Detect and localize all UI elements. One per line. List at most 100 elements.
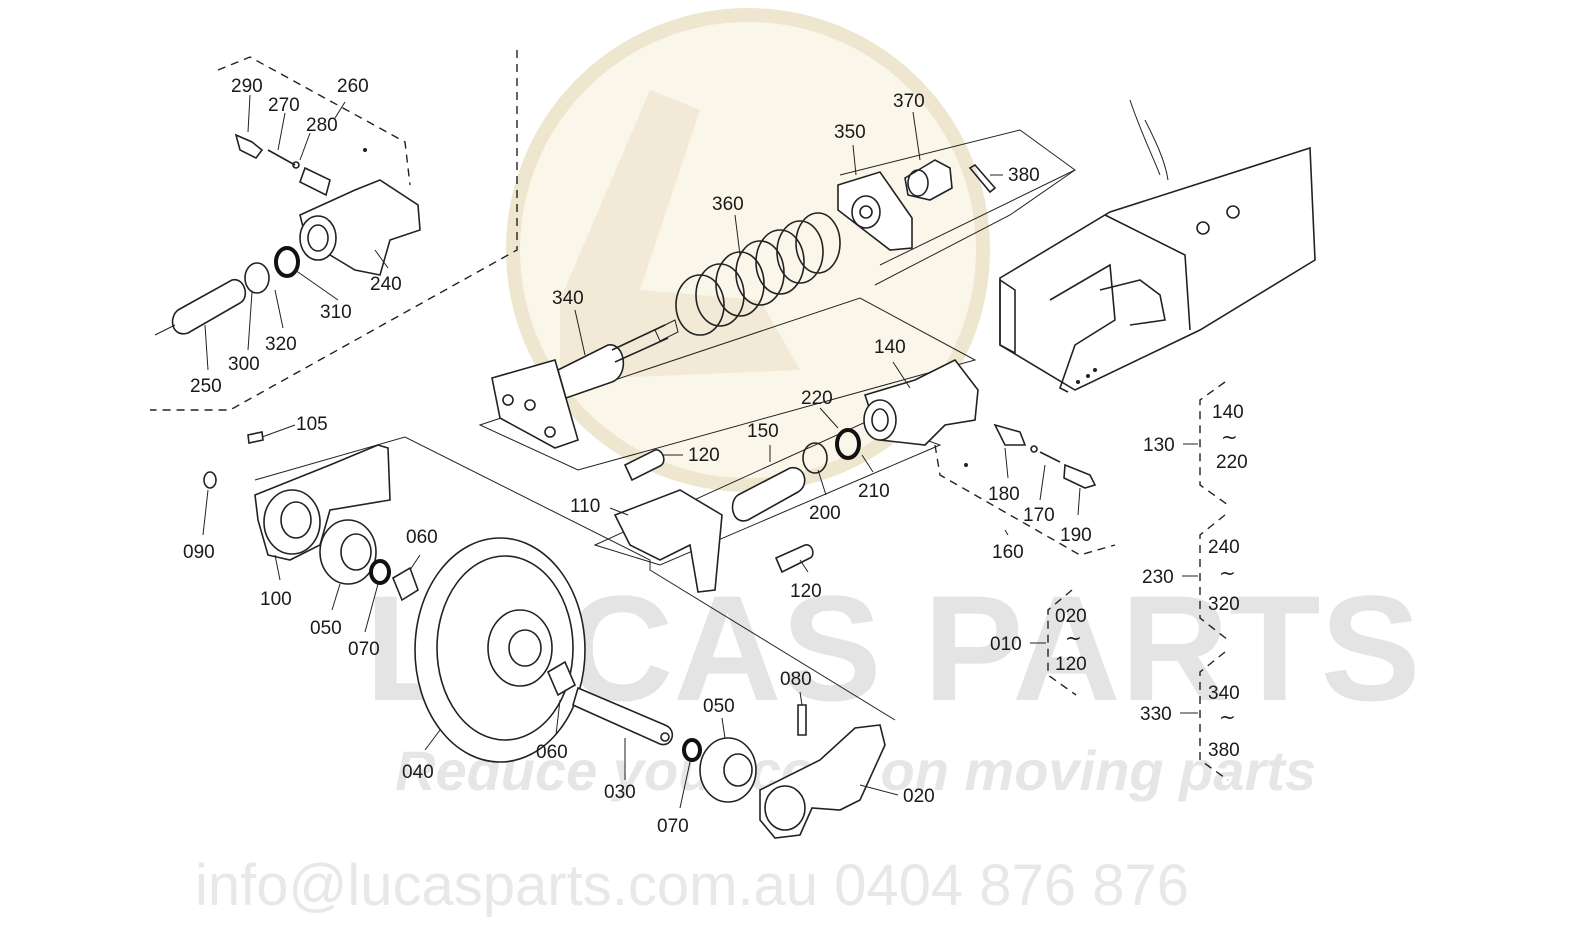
yoke-bore	[299, 215, 337, 261]
group-330: 330 340 ~ 380	[1140, 651, 1240, 781]
watermark-logo-shape	[560, 90, 800, 380]
o-ring-210	[835, 428, 861, 460]
group-330-id: 330	[1140, 704, 1172, 725]
callout-280: 280	[306, 115, 338, 136]
valve-dot-160	[964, 463, 968, 467]
yoke-140-bore	[863, 399, 897, 441]
plate-hole-3	[544, 426, 556, 438]
callout-320: 320	[265, 334, 297, 355]
spring-rod-shaft-2	[614, 337, 669, 363]
plate-hole-2	[524, 399, 536, 411]
callout-060-right: 060	[536, 742, 568, 763]
collar-050-right	[699, 737, 757, 803]
ball-170	[1030, 445, 1038, 453]
callout-270: 270	[268, 95, 300, 116]
ball-280	[292, 161, 300, 169]
group-230-to: 320	[1208, 594, 1240, 615]
callout-labels: 290 270 280 260 240 310 320 300 250 340 …	[183, 76, 1092, 837]
callout-140: 140	[874, 337, 906, 358]
watermark-contact: info@lucasparts.com.au 0404 876 876	[195, 853, 1189, 918]
bearing-bracket-bore	[280, 501, 312, 539]
tension-cylinder-assembly	[593, 358, 1116, 593]
assembly-bracket-160	[934, 444, 1116, 556]
callout-120-lower: 120	[790, 581, 822, 602]
callout-050-left: 050	[310, 618, 342, 639]
callout-350: 350	[834, 122, 866, 143]
spring-seat-350	[837, 171, 913, 251]
frame-body	[999, 146, 1316, 391]
callout-250: 250	[190, 376, 222, 397]
frame-slot	[1099, 279, 1166, 326]
frame-hole-2	[1086, 374, 1090, 378]
pin-080	[797, 704, 807, 736]
o-ring-070-right	[682, 738, 702, 762]
group-330-bracket	[1199, 651, 1229, 781]
callout-180: 180	[988, 484, 1020, 505]
group-130-tilde: ~	[1221, 425, 1238, 449]
group-330-from: 340	[1208, 683, 1240, 704]
callout-340: 340	[552, 288, 584, 309]
callout-110: 110	[570, 496, 600, 517]
spring-rod-thread	[654, 319, 679, 342]
collar-050-right-inner	[723, 753, 753, 787]
frame-cable-2	[1144, 119, 1169, 181]
callout-200: 200	[809, 503, 841, 524]
group-130-bracket	[1199, 381, 1229, 506]
group-330-to: 380	[1208, 740, 1240, 761]
bracket-020-bore	[764, 785, 806, 831]
callout-105: 105	[296, 414, 328, 435]
callout-020: 020	[903, 786, 935, 807]
grease-nipple-190	[1063, 463, 1097, 489]
assembly-bracket-230	[150, 50, 518, 411]
bolt-120-lower	[774, 544, 814, 574]
callout-040: 040	[402, 762, 434, 783]
yoke-140-bore-inner	[871, 408, 889, 432]
leader-lines	[202, 94, 1081, 809]
group-230-bracket	[1199, 514, 1229, 641]
callout-030: 030	[604, 782, 636, 803]
piston-250	[171, 279, 247, 335]
group-230-tilde: ~	[1219, 561, 1236, 585]
frame-edge	[1104, 214, 1191, 331]
frame-bolt-2	[1226, 205, 1240, 219]
group-330-tilde: ~	[1219, 705, 1236, 729]
shaft-hole	[660, 732, 670, 742]
callout-220: 220	[801, 388, 833, 409]
bearing-bracket-020	[759, 724, 886, 839]
callout-060-left: 060	[406, 527, 438, 548]
bolt-120-upper	[623, 449, 665, 482]
group-010-to: 120	[1055, 654, 1087, 675]
callout-070-left: 070	[348, 639, 380, 660]
collar-050-left	[319, 519, 377, 585]
idler-wheel-hub	[487, 609, 553, 687]
callout-100: 100	[260, 589, 292, 610]
group-230-from: 240	[1208, 537, 1240, 558]
callout-150: 150	[747, 421, 779, 442]
yoke-bore-inner	[307, 224, 329, 252]
callout-290: 290	[231, 76, 263, 97]
spring-rod-body	[557, 344, 625, 400]
group-010-id: 010	[990, 634, 1022, 655]
group-130-to: 220	[1216, 452, 1248, 473]
snap-ring-090	[203, 471, 217, 489]
nut-bore	[907, 169, 929, 197]
group-010-from: 020	[1055, 606, 1087, 627]
group-010-tilde: ~	[1065, 626, 1082, 650]
callout-310: 310	[320, 302, 352, 323]
callout-190: 190	[1060, 525, 1092, 546]
o-ring-070-left	[369, 559, 391, 585]
shaft-030	[572, 686, 674, 746]
set-screw-105	[247, 431, 264, 444]
callout-380: 380	[1008, 165, 1040, 186]
callout-240: 240	[370, 274, 402, 295]
bracket-110	[613, 489, 723, 593]
frame-hole-3	[1093, 368, 1097, 372]
coil-spring-360	[675, 212, 841, 336]
callout-210: 210	[858, 481, 890, 502]
valve-180	[993, 423, 1027, 446]
collar-050-left-inner	[340, 533, 372, 571]
panel-outline-330	[478, 297, 977, 471]
group-130-from: 140	[1212, 402, 1244, 423]
assembly-bracket-260	[217, 56, 411, 186]
seal-320	[244, 262, 270, 294]
